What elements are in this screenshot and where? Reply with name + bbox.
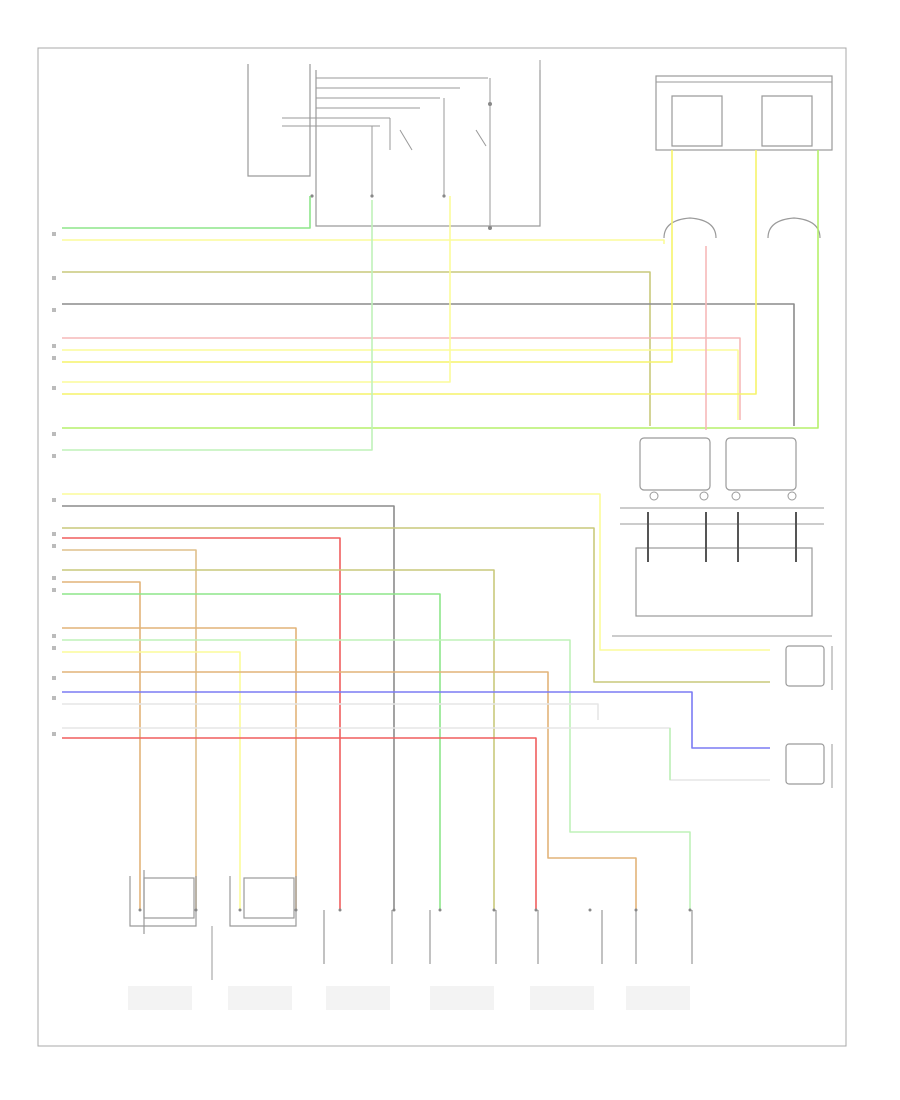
bottom-caption-blocks bbox=[128, 986, 690, 1010]
bottom-motor-row bbox=[129, 870, 693, 980]
wire-tags-left bbox=[52, 232, 56, 736]
top-right-module bbox=[655, 75, 833, 239]
diagram-frame bbox=[37, 47, 847, 1047]
right-connectors bbox=[785, 645, 833, 788]
right-relay-bank bbox=[612, 437, 832, 637]
wire-harness bbox=[62, 150, 819, 910]
top-switch-assembly bbox=[247, 60, 541, 230]
